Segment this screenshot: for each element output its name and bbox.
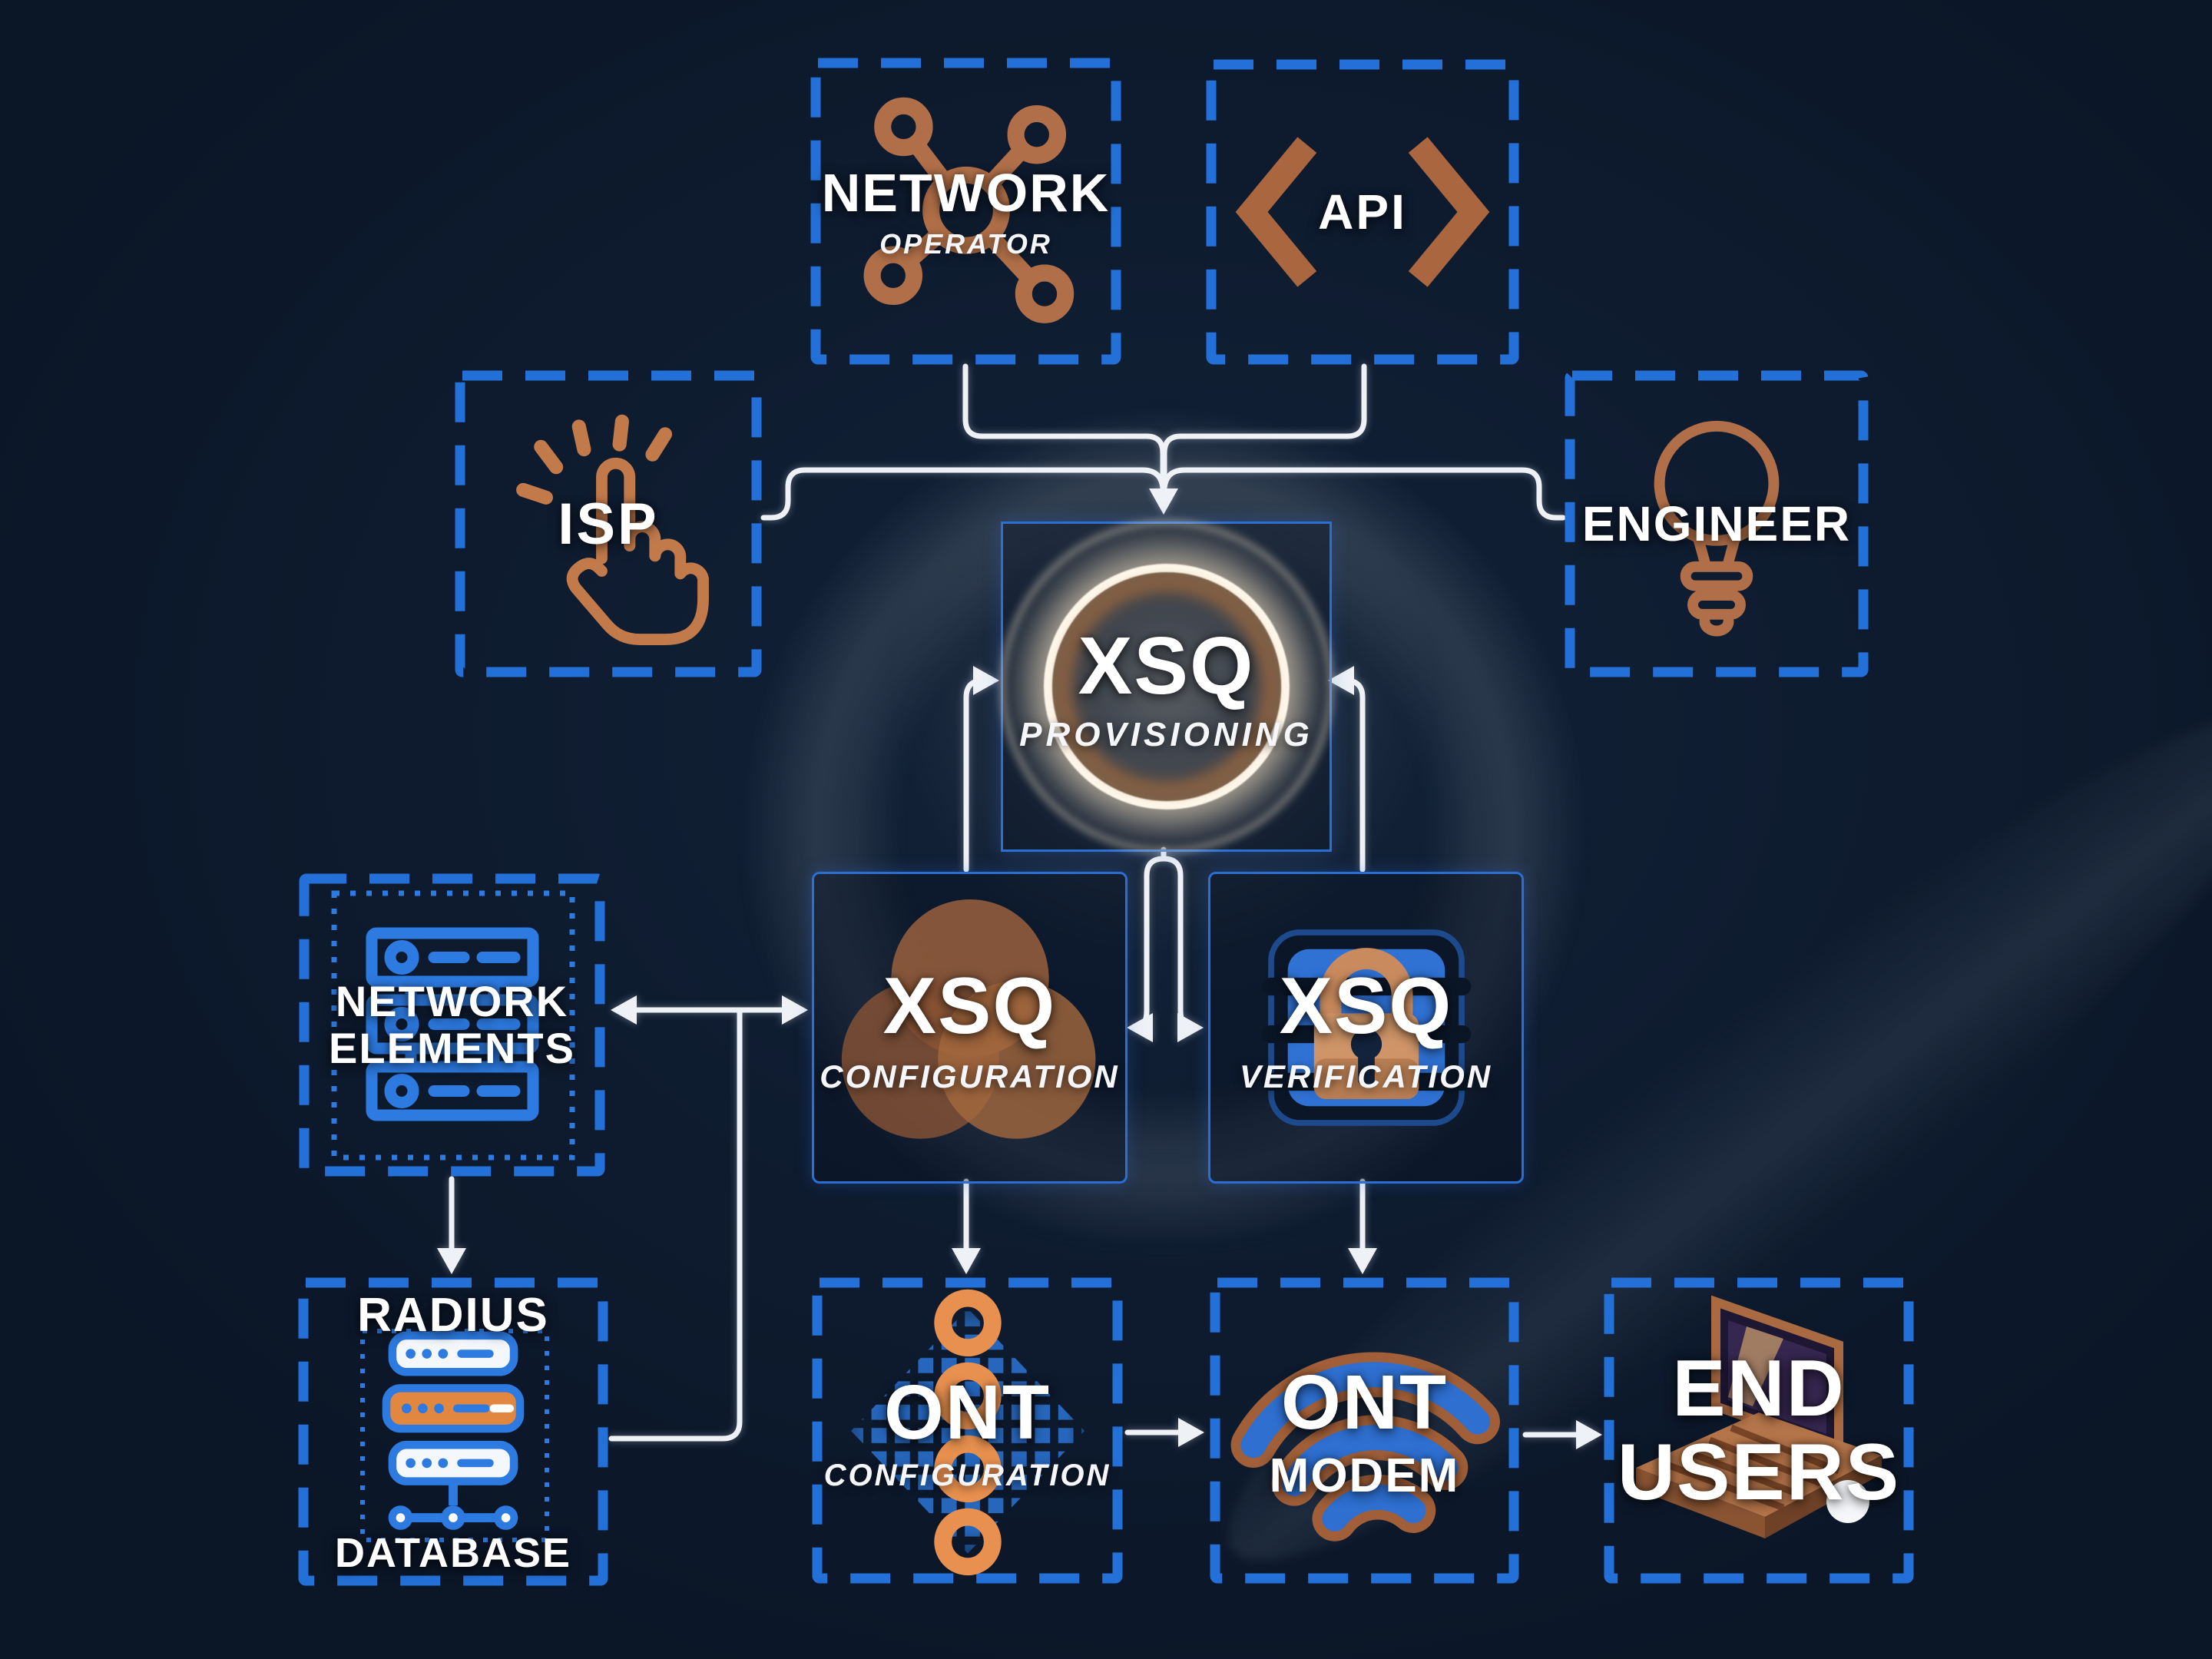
node-api: API	[1206, 59, 1519, 365]
ont-modem-label: ONT	[1280, 1359, 1449, 1445]
ont-modem-sublabel: MODEM	[1269, 1449, 1460, 1502]
edge-provisioning-split	[1132, 846, 1195, 1031]
xsq-configuration-sublabel: CONFIGURATION	[820, 1058, 1120, 1094]
api-label: API	[1318, 184, 1407, 240]
node-xsq-provisioning: XSQ PROVISIONING	[999, 520, 1333, 853]
database-stack-icon	[382, 1331, 525, 1530]
dotted-node-chain-icon	[850, 1289, 1084, 1575]
code-brackets-icon	[1235, 137, 1490, 287]
isp-label: ISP	[558, 491, 659, 557]
ont-configuration-label: ONT	[883, 1369, 1051, 1455]
network-operator-sublabel: OPERATOR	[879, 228, 1052, 260]
node-ont-modem: ONT MODEM	[1210, 1277, 1519, 1584]
edge-isp-to-provisioning	[760, 467, 1166, 521]
network-elements-label-line2: ELEMENTS	[329, 1023, 575, 1072]
node-xsq-verification: XSQ VERIFICATION	[1208, 872, 1524, 1184]
node-network-operator: NETWORK OPERATOR	[810, 58, 1121, 365]
xsq-configuration-label: XSQ	[882, 961, 1057, 1051]
edge-operator-to-provisioning	[962, 363, 1166, 496]
xsq-verification-label: XSQ	[1279, 961, 1453, 1051]
radius-label: RADIUS	[357, 1289, 549, 1342]
dashed-border	[1565, 370, 1869, 677]
xsq-verification-sublabel: VERIFICATION	[1239, 1058, 1493, 1094]
glow-ring-main	[1043, 564, 1290, 810]
end-users-label-line2: USERS	[1617, 1427, 1901, 1517]
dashed-border	[1210, 1277, 1519, 1584]
node-end-users: END USERS	[1604, 1277, 1914, 1584]
server-rack-icon	[366, 927, 538, 1121]
node-isp: ISP	[455, 370, 762, 677]
xsq-provisioning-label: XSQ	[1078, 620, 1255, 711]
edge-engineer-to-provisioning	[1161, 467, 1566, 521]
dashed-border	[298, 1277, 608, 1586]
database-label: DATABASE	[335, 1530, 571, 1576]
wifi-signal-icon	[1230, 1352, 1500, 1541]
node-xsq-configuration: XSQ CONFIGURATION	[812, 872, 1128, 1184]
node-engineer: ENGINEER	[1565, 370, 1869, 677]
node-radius-database: RADIUS DATABASE	[298, 1277, 608, 1586]
dashed-border	[810, 58, 1121, 365]
edge-radius-to-configuration-link	[608, 1009, 743, 1442]
network-nodes-icon	[863, 97, 1074, 323]
dashed-border	[1206, 59, 1519, 365]
laptop-icon	[1636, 1295, 1882, 1538]
end-users-label-line1: END	[1672, 1344, 1846, 1434]
edge-configuration-to-provisioning	[963, 677, 994, 873]
node-ont-configuration: ONT CONFIGURATION	[812, 1277, 1123, 1584]
network-operator-label: NETWORK	[821, 163, 1111, 223]
engineer-label: ENGINEER	[1581, 496, 1852, 551]
edge-api-to-provisioning	[1161, 363, 1367, 496]
lightbulb-icon	[1654, 420, 1780, 637]
click-hand-icon	[516, 414, 709, 646]
arrowheads	[437, 488, 1602, 1449]
edge-verification-to-provisioning	[1333, 677, 1366, 873]
venn-circles-icon	[841, 899, 1095, 1139]
xsq-provisioning-sublabel: PROVISIONING	[1019, 715, 1313, 753]
node-network-elements: NETWORK ELEMENTS	[299, 873, 605, 1177]
dashed-border	[1604, 1277, 1914, 1584]
dashed-border	[812, 1277, 1123, 1584]
padlock-icon	[1261, 929, 1471, 1126]
dashed-border	[299, 873, 605, 1177]
ont-configuration-sublabel: CONFIGURATION	[823, 1458, 1111, 1492]
network-elements-label-line1: NETWORK	[335, 977, 569, 1026]
glow-ring-outer	[999, 520, 1333, 853]
dashed-border	[455, 370, 762, 677]
